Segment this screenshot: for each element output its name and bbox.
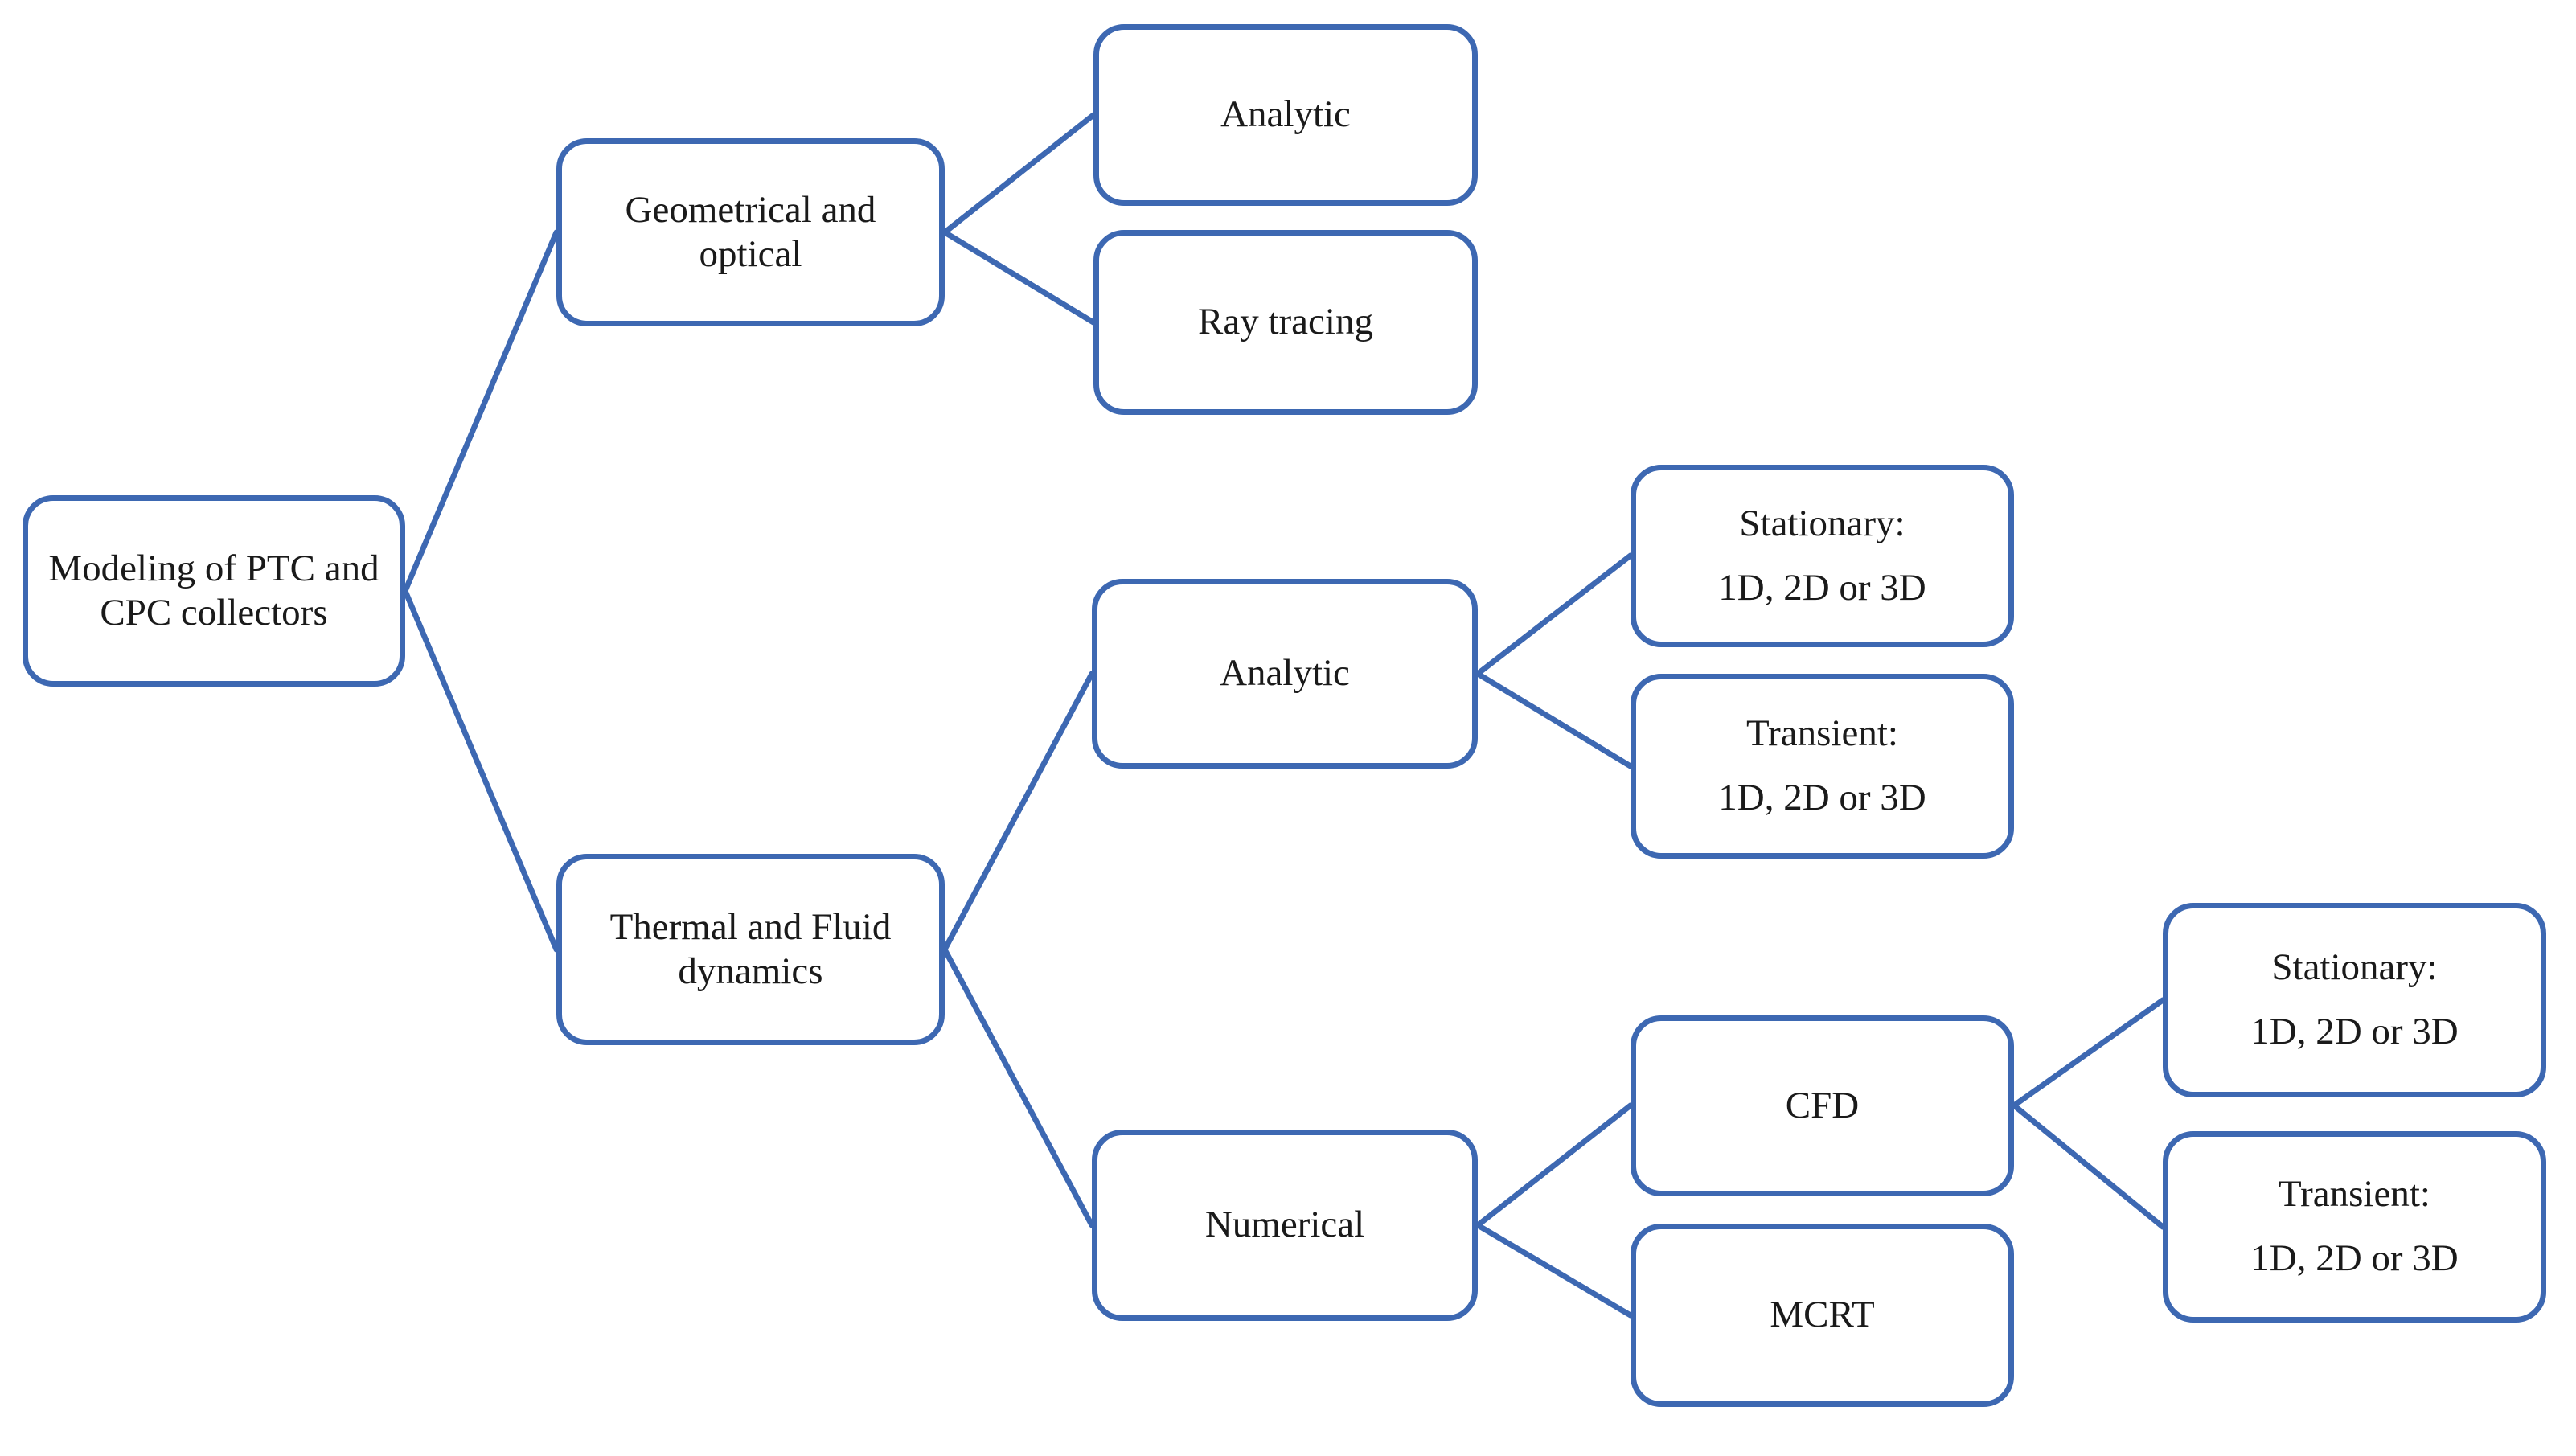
node-label: Analytic [1220, 652, 1350, 695]
node-label: Ray tracing [1198, 301, 1373, 343]
node-label: CPC collectors [100, 592, 328, 634]
node-analytic-optical: Analytic [1093, 24, 1478, 206]
node-label: optical [699, 233, 802, 275]
node-analytic-thermal: Analytic [1092, 579, 1478, 769]
node-label: 1D, 2D or 3D [2250, 1237, 2459, 1279]
node-label: 1D, 2D or 3D [1718, 566, 1926, 609]
node-transient-analytic: Transient: 1D, 2D or 3D [1631, 674, 2014, 859]
node-label: Transient: [2279, 1173, 2430, 1216]
node-mcrt: MCRT [1631, 1224, 2014, 1407]
node-stationary-analytic: Stationary: 1D, 2D or 3D [1631, 465, 2014, 647]
node-label: dynamics [678, 950, 823, 992]
node-ray-tracing: Ray tracing [1093, 230, 1478, 415]
edge-geo-analytic [941, 112, 1097, 236]
node-modeling-ptc-cpc: Modeling of PTC and CPC collectors [23, 495, 405, 687]
node-label: Modeling of PTC and [48, 547, 379, 589]
node-label: Stationary: [2271, 946, 2438, 989]
edge-thermal-numerical [941, 946, 1095, 1228]
node-label: Geometrical and [625, 188, 876, 231]
edge-thermal-analytic [941, 671, 1095, 953]
edge-analytic-transient [1475, 671, 1634, 769]
edge-analytic-stationary [1475, 552, 1634, 677]
node-label: CFD [1785, 1084, 1860, 1126]
node-stationary-cfd: Stationary: 1D, 2D or 3D [2163, 903, 2546, 1097]
node-label: 1D, 2D or 3D [1718, 777, 1926, 818]
node-label: Thermal and Fluid [609, 905, 892, 948]
node-geometrical-optical: Geometrical and optical [556, 138, 945, 326]
node-label: Transient: [1746, 712, 1898, 755]
edge-root-geometrical [402, 229, 560, 594]
node-label: MCRT [1770, 1294, 1875, 1336]
node-transient-cfd: Transient: 1D, 2D or 3D [2163, 1131, 2546, 1323]
edge-cfd-stationary [2011, 997, 2166, 1109]
node-label: 1D, 2D or 3D [2250, 1011, 2459, 1052]
edge-numerical-mcrt [1475, 1222, 1634, 1319]
node-numerical: Numerical [1092, 1130, 1478, 1321]
node-label: Numerical [1204, 1204, 1365, 1246]
node-cfd: CFD [1631, 1015, 2014, 1196]
edge-cfd-transient [2011, 1102, 2166, 1230]
edge-numerical-cfd [1475, 1102, 1634, 1228]
edge-geo-raytracing [941, 229, 1097, 326]
node-label: Stationary: [1739, 502, 1905, 544]
edge-root-thermal [402, 588, 560, 953]
node-label: Analytic [1220, 93, 1351, 136]
node-thermal-fluid-dynamics: Thermal and Fluid dynamics [556, 854, 945, 1045]
